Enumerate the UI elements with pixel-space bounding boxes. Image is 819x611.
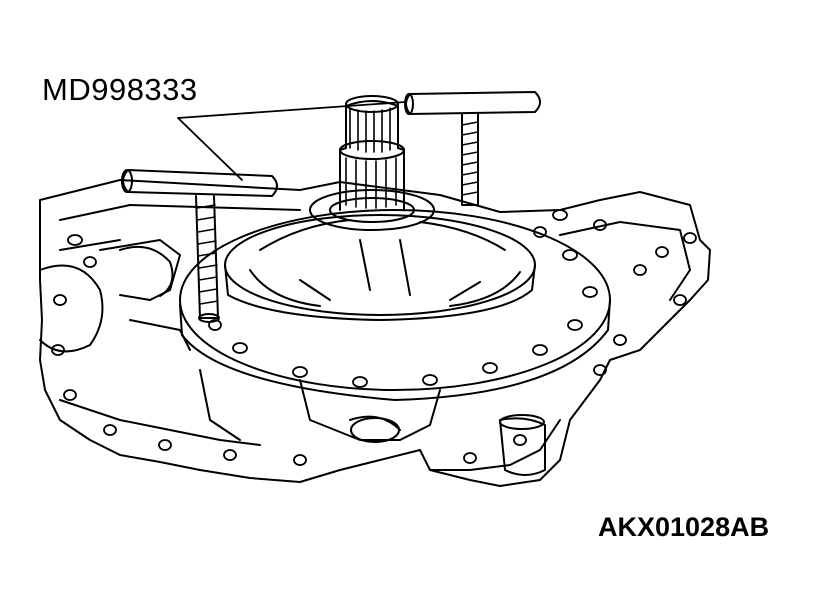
transmission-case-outline <box>40 180 710 486</box>
left-housing-rib <box>100 240 190 350</box>
pump-housing-ribs <box>260 220 505 300</box>
pump-base-plate-side <box>180 300 610 400</box>
callout-leaders <box>178 102 405 180</box>
figure-id: AKX01028AB <box>598 512 770 542</box>
lower-bore <box>351 418 399 442</box>
pump-plate-bolt-holes <box>209 227 597 387</box>
shaft-seal-ring <box>310 190 434 230</box>
lower-housing-web <box>200 370 440 440</box>
shaft-splines <box>346 108 396 208</box>
special-tool-left <box>122 170 277 322</box>
left-gear-housing <box>40 266 102 352</box>
special-tool-right <box>405 92 540 205</box>
pump-base-plate-top <box>180 210 610 390</box>
pump-housing-side <box>225 265 535 320</box>
case-right-boss <box>500 418 545 475</box>
input-shaft <box>340 101 404 210</box>
tool-number-callout: MD998333 <box>42 72 198 107</box>
case-lower-edge <box>60 400 560 470</box>
case-bolt-holes <box>52 210 696 465</box>
case-flange-inner-edge <box>60 205 690 300</box>
